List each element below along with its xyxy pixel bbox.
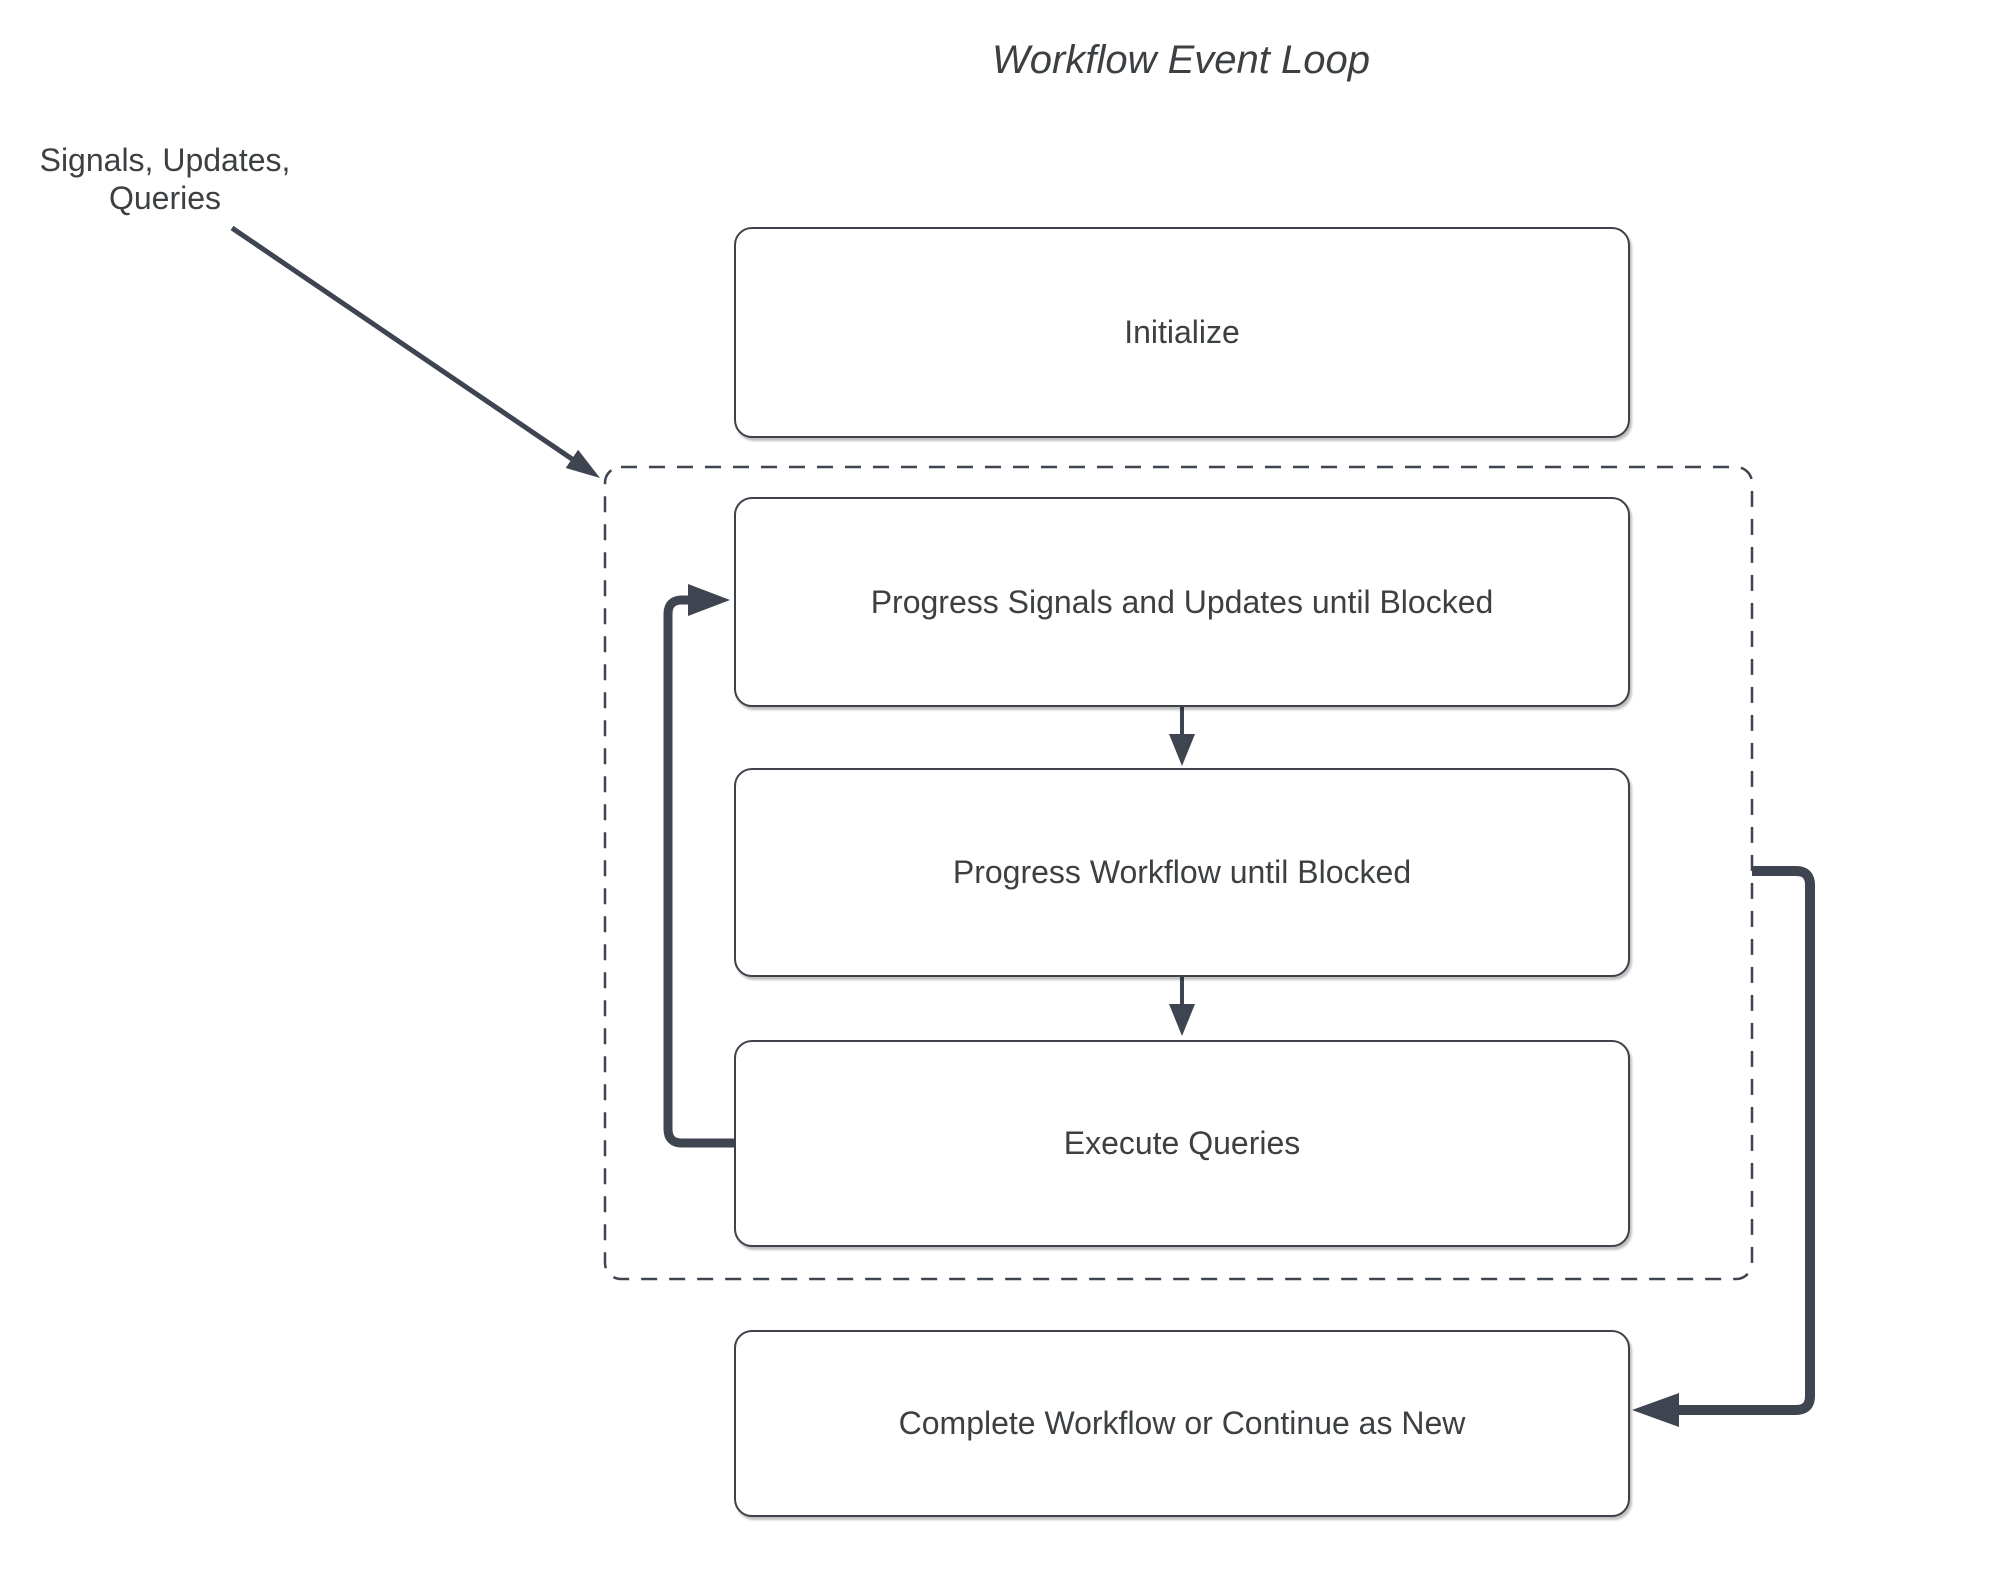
node-label: Complete Workflow or Continue as New [898, 1405, 1466, 1441]
continue-arrow-shaft [1678, 866, 1815, 1415]
flow-node-initialize: Initialize [734, 227, 1630, 438]
loop-back-arrow-shaft [663, 595, 734, 1148]
annotation-line1: Signals, Updates, [39, 142, 291, 178]
flow-node-progress-signals: Progress Signals and Updates until Block… [734, 497, 1630, 707]
flow-node-execute-queries: Execute Queries [734, 1040, 1630, 1247]
node-label: Initialize [1124, 314, 1240, 350]
flow-node-complete: Complete Workflow or Continue as New [734, 1330, 1630, 1517]
annotation-line2: Queries [108, 180, 222, 216]
continue-arrowhead-icon [1632, 1393, 1679, 1427]
loop-back-arrowhead-icon [688, 584, 730, 616]
node-label: Execute Queries [1063, 1125, 1301, 1161]
event-loop-dashed-container [603, 465, 1754, 1281]
flow-node-progress-workflow: Progress Workflow until Blocked [734, 768, 1630, 977]
annotation-signals-updates-queries: Signals, Updates, Queries [20, 141, 310, 217]
node-label: Progress Workflow until Blocked [952, 854, 1412, 890]
diagram-title: Workflow Event Loop [992, 38, 1370, 82]
annotation-arrowhead-icon [565, 449, 600, 478]
node-label: Progress Signals and Updates until Block… [870, 583, 1494, 620]
down-arrowhead-2-icon [1169, 1004, 1195, 1036]
annotation-arrow-shaft [230, 225, 574, 462]
down-arrowhead-1-icon [1169, 734, 1195, 766]
